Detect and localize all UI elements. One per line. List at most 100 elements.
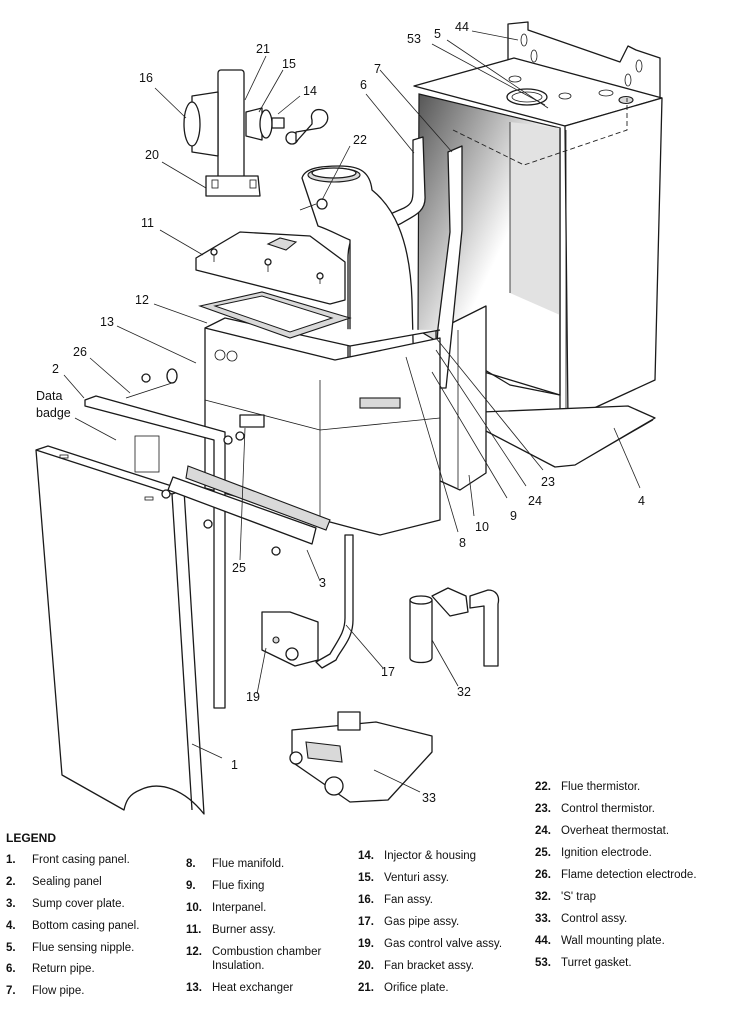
legend-num: 23. [535, 803, 551, 815]
callout-53: 53 [407, 32, 421, 46]
legend-num: 19. [358, 938, 374, 950]
front-casing-panel [35, 445, 205, 815]
legend-text: Bottom casing panel. [32, 919, 140, 932]
flow-pipe [433, 145, 463, 389]
callout-6: 6 [360, 78, 367, 92]
callout-15: 15 [282, 57, 296, 71]
legend-text: Fan bracket assy. [384, 960, 474, 972]
callout-8: 8 [459, 536, 466, 550]
legend-num: 26. [535, 869, 551, 881]
callout-19: 19 [246, 690, 260, 704]
legend-item: 5. Flue sensing nipple. [6, 941, 139, 955]
legend-column-3: 14. Injector & housing 15. Venturi assy. 1… [358, 849, 502, 1003]
callout-25: 25 [232, 561, 246, 575]
callout-26: 26 [73, 345, 87, 359]
callout-22: 22 [353, 133, 367, 147]
legend-num: 16. [358, 894, 374, 906]
legend-text: Flue sensing nipple. [32, 941, 135, 954]
callout-11: 11 [141, 216, 154, 230]
legend-text: Gas control valve assy. [384, 938, 503, 950]
legend-text: Return pipe. [32, 963, 95, 976]
legend-num: 32. [535, 891, 551, 903]
callout-14: 14 [303, 84, 317, 98]
legend-item: 3.Sump cover plate. [6, 897, 139, 911]
callout-2: 2 [52, 362, 59, 376]
callout-1: 1 [231, 758, 238, 772]
legend-item: 26. Flame detection electrode. [535, 868, 697, 882]
legend-item: 21.Orifice plate. [358, 981, 502, 995]
legend-text: Venturi assy. [384, 872, 449, 884]
legend-title: LEGEND [6, 831, 57, 845]
callout-3: 3 [319, 576, 326, 590]
legend-item: 6.Return pipe. [6, 962, 139, 976]
legend-text: Flue manifold. [212, 858, 285, 870]
legend-text: Flame detection electrode. [561, 869, 697, 881]
legend-item: 4.Bottom casing panel. [6, 919, 139, 933]
legend-num: 14. [358, 850, 374, 862]
legend-text: Heat exchanger [212, 982, 294, 994]
legend-item: 53.Turret gasket. [535, 956, 697, 970]
callout-20: 20 [145, 148, 159, 162]
callout-data-badge-line2: badge [36, 406, 71, 420]
legend-item: 15. Venturi assy. [358, 871, 502, 885]
callout-17: 17 [381, 665, 395, 679]
legend-num: 44. [535, 935, 551, 947]
legend-text: 'S' trap [561, 891, 597, 903]
legend-item: 11.Burner assy. [186, 923, 321, 937]
legend-item: 2.Sealing panel [6, 875, 139, 889]
legend-item: 23.Control thermistor. [535, 802, 697, 816]
legend-num: 22. [535, 781, 551, 793]
legend-item: 20. Fan bracket assy. [358, 959, 502, 973]
legend-text: Front casing panel. [32, 854, 130, 866]
callout-21: 21 [256, 42, 270, 56]
callout-32: 32 [457, 685, 471, 699]
legend-num: 9. [186, 880, 196, 892]
legend-item: 25.Ignition electrode. [535, 846, 697, 860]
legend-num: 2. [6, 875, 16, 888]
callout-13: 13 [100, 315, 114, 329]
legend-column-4: 22.Flue thermistor. 23.Control thermisto… [535, 780, 697, 978]
legend-item: 44.Wall mounting plate. [535, 934, 697, 948]
callout-4: 4 [638, 494, 645, 508]
legend-text: Gas pipe assy. [384, 916, 460, 928]
legend-num: 25. [535, 847, 551, 859]
legend-num: 7. [6, 985, 16, 998]
legend-text: Overheat thermostat. [561, 825, 670, 837]
legend-num: 20. [358, 960, 374, 972]
combustion-chamber-insulation [198, 291, 352, 339]
callout-9: 9 [510, 509, 517, 523]
legend-text: Flow pipe. [32, 985, 85, 998]
legend-item: 14. Injector & housing [358, 849, 502, 863]
legend-num: 33. [535, 913, 551, 925]
callout-5: 5 [434, 27, 441, 41]
legend-text: Sump cover plate. [32, 897, 125, 910]
callout-10: 10 [475, 520, 489, 534]
legend-text: Injector & housing [384, 850, 477, 862]
legend-num: 10. [186, 902, 202, 914]
callout-24: 24 [528, 494, 542, 508]
legend-item: 22.Flue thermistor. [535, 780, 697, 794]
callout-12: 12 [135, 293, 149, 307]
legend-item: 33.Control assy. [535, 912, 697, 926]
legend-item: 10. Interpanel. [186, 901, 321, 915]
heat-exchanger [204, 317, 441, 536]
legend-text: Flue fixing [212, 880, 265, 892]
control-assy [289, 711, 433, 803]
legend-item: 17. Gas pipe assy. [358, 915, 502, 929]
callout-7: 7 [374, 62, 381, 76]
legend-text: Interpanel. [212, 902, 267, 914]
legend-num: 15. [358, 872, 374, 884]
legend-num: 5. [6, 941, 16, 954]
legend-text: Burner assy. [212, 924, 276, 936]
fan-assembly [183, 69, 329, 197]
callout-16: 16 [139, 71, 153, 85]
legend-num: 17. [358, 916, 374, 928]
exploded-diagram: 44 53 5 7 6 21 15 16 14 22 20 11 12 13 2… [35, 20, 663, 815]
legend-item: 1. Front casing panel. [6, 853, 139, 867]
legend-item: 16.Fan assy. [358, 893, 502, 907]
legend-text: Turret gasket. [561, 957, 632, 969]
legend-num: 1. [6, 854, 16, 866]
gas-control-valve [261, 611, 319, 667]
legend-item: 19. Gas control valve assy. [358, 937, 502, 951]
legend-item: 24.Overheat thermostat. [535, 824, 697, 838]
